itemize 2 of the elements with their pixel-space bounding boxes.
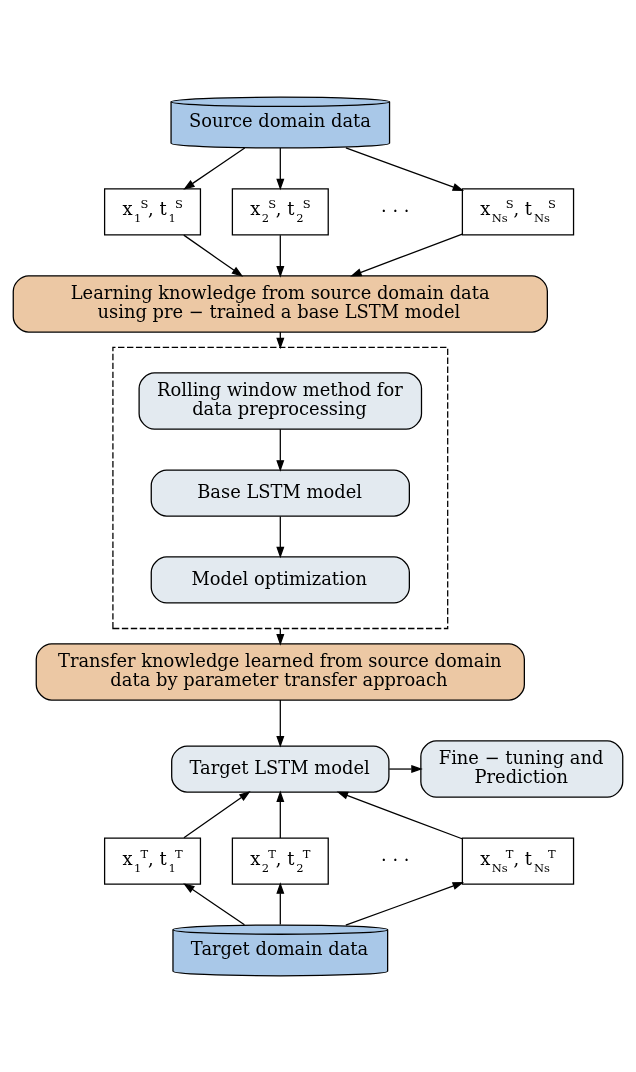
label: · · · [381,199,410,221]
label: · · · [381,848,410,870]
